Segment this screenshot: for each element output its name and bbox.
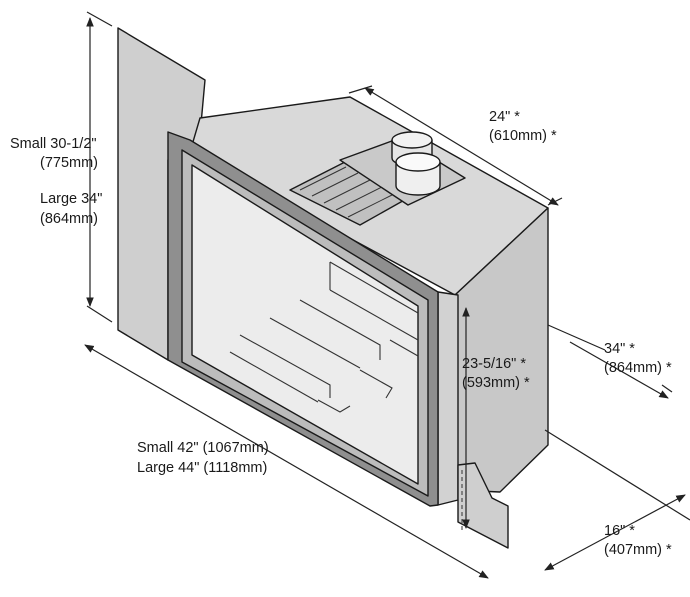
base-depth-label: 16" * [604,523,635,539]
opening-height-mm-label: (593mm) * [462,375,530,391]
width-small-label: Small 42" (1067mm) [137,440,269,456]
dimension-lines [84,11,690,579]
base-depth-mm-label: (407mm) * [604,542,672,558]
height-small-label: Small 30-1/2" [10,136,97,152]
width-large-label: Large 44" (1118mm) [137,460,267,476]
vent-collar-front [395,152,441,196]
height-small-mm-label: (775mm) [40,155,98,171]
height-large-label: Large 34" [40,191,102,207]
unit-front-strip [437,291,459,506]
side-depth-label: 34" * [604,341,635,357]
height-large-mm-label: (864mm) [40,211,98,227]
top-depth-mm-label: (610mm) * [489,128,557,144]
opening-height-label: 23-5/16" * [462,356,526,372]
side-depth-mm-label: (864mm) * [604,360,672,376]
top-depth-label: 24" * [489,109,520,125]
